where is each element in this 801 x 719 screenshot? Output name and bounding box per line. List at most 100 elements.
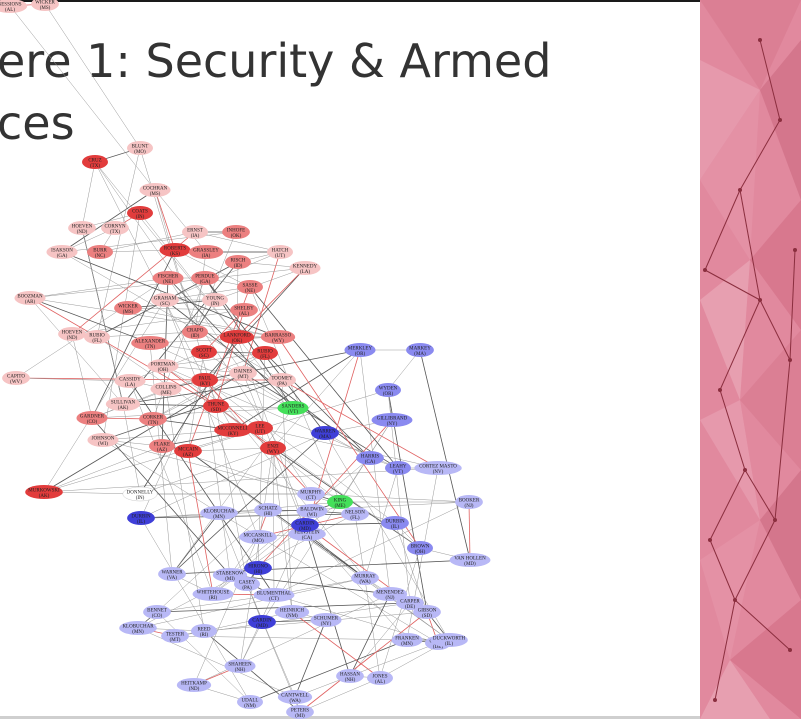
node-name-label: INHOFE bbox=[227, 229, 245, 234]
graph-node: CAPITO(WV) bbox=[2, 371, 30, 385]
graph-edge bbox=[468, 501, 471, 561]
graph-node: MURRAY(WA) bbox=[351, 571, 379, 585]
node-name-label: HIRONO bbox=[248, 565, 268, 570]
node-shape bbox=[149, 439, 175, 453]
graph-edge bbox=[349, 593, 391, 677]
graph-node: LEAHY(VT) bbox=[385, 461, 411, 475]
graph-edge bbox=[61, 189, 156, 253]
node-name-label: CORNYN bbox=[104, 225, 126, 230]
node-state-label: (MA) bbox=[414, 352, 426, 357]
graph-edge bbox=[29, 277, 169, 299]
graph-edge bbox=[122, 379, 283, 405]
graph-edge bbox=[281, 379, 439, 469]
node-shape bbox=[139, 412, 167, 426]
graph-node: WARREN(MA) bbox=[311, 426, 339, 440]
node-state-label: (ND) bbox=[77, 230, 88, 235]
graph-edge bbox=[187, 450, 214, 595]
node-state-label: (MD) bbox=[464, 562, 476, 567]
graph-node: THUNE(SD) bbox=[203, 399, 229, 413]
side-panel-line bbox=[714, 599, 736, 701]
node-shape bbox=[336, 669, 364, 683]
node-shape bbox=[248, 615, 276, 629]
side-panel-facet bbox=[700, 400, 760, 520]
node-name-label: COCHRAN bbox=[143, 187, 168, 192]
node-name-label: CARPER bbox=[400, 600, 420, 605]
graph-edge bbox=[127, 307, 279, 338]
graph-node: FISCHER(NE) bbox=[152, 271, 184, 285]
graph-node: SCHATZ(HI) bbox=[254, 503, 282, 517]
node-state-label: (MO) bbox=[252, 539, 264, 544]
graph-node: SHAHEEN(NH) bbox=[224, 659, 256, 673]
node-shape bbox=[127, 206, 153, 220]
graph-node: RISCH(ID) bbox=[225, 255, 251, 269]
graph-node: MURKOWSKI(AK) bbox=[25, 485, 63, 499]
node-name-label: JONES bbox=[372, 675, 387, 680]
node-name-label: TOOMEY bbox=[271, 377, 293, 382]
node-name-label: ERNST bbox=[187, 229, 203, 234]
node-name-label: MCCASKILL bbox=[244, 534, 273, 539]
side-panel-dot bbox=[738, 188, 742, 192]
node-state-label: (LA) bbox=[300, 270, 310, 275]
node-state-label: (PA) bbox=[242, 586, 252, 591]
node-name-label: RUBIO bbox=[89, 334, 105, 339]
node-shape bbox=[356, 451, 384, 465]
graph-node: BENNET(CO) bbox=[143, 605, 171, 619]
node-state-label: (MN) bbox=[213, 515, 225, 520]
node-name-label: CORKER bbox=[143, 416, 164, 421]
node-state-label: (MS) bbox=[40, 6, 51, 11]
node-name-label: CARDIN bbox=[295, 522, 315, 527]
graph-edge bbox=[306, 533, 351, 677]
graph-node: TESTER(MT) bbox=[161, 629, 189, 643]
node-name-label: CRAPO bbox=[187, 329, 204, 334]
node-shape bbox=[158, 567, 186, 581]
side-panel-line bbox=[739, 189, 761, 301]
graph-edge bbox=[29, 297, 151, 344]
node-shape bbox=[202, 293, 228, 307]
side-panel-dot bbox=[773, 518, 777, 522]
node-shape bbox=[212, 568, 248, 582]
side-panel-facet bbox=[700, 520, 760, 660]
node-state-label: (NC) bbox=[95, 254, 106, 259]
side-panel-line bbox=[744, 469, 776, 521]
node-name-label: YOUNG bbox=[206, 297, 224, 302]
node-shape bbox=[68, 221, 96, 235]
node-state-label: (IA) bbox=[202, 254, 211, 259]
graph-node: TOOMEY(PA) bbox=[268, 373, 296, 387]
node-shape bbox=[268, 373, 296, 387]
node-name-label: SULLIVAN bbox=[111, 401, 136, 406]
node-shape bbox=[214, 423, 252, 437]
graph-node: WARNER(VA) bbox=[158, 567, 186, 581]
graph-node: CASEY(PA) bbox=[234, 577, 260, 591]
graph-node: DAINES(MT) bbox=[229, 366, 257, 380]
node-name-label: SASSE bbox=[242, 284, 257, 289]
graph-node: PETERS(MI) bbox=[286, 705, 314, 719]
node-state-label: (CO) bbox=[87, 420, 98, 425]
node-shape bbox=[176, 678, 212, 692]
graph-node: CARPER(DE) bbox=[396, 596, 424, 610]
graph-edge bbox=[281, 379, 293, 613]
side-panel-facet bbox=[700, 0, 801, 90]
node-shape bbox=[46, 245, 78, 259]
graph-node: HATCH(UT) bbox=[267, 245, 293, 259]
node-name-label: ENZI bbox=[267, 445, 279, 450]
node-name-label: SHAHEEN bbox=[228, 663, 252, 668]
node-state-label: (LA) bbox=[125, 383, 135, 388]
node-shape bbox=[391, 633, 423, 647]
node-name-label: VAN HOLLEN bbox=[454, 557, 486, 562]
graph-node: CASSIDY(LA) bbox=[114, 374, 146, 388]
graph-node: CORNYN(TX) bbox=[101, 221, 129, 235]
node-state-label: (MO) bbox=[134, 150, 146, 155]
node-shape bbox=[289, 261, 321, 275]
graph-node: CRUZ(TX) bbox=[82, 155, 108, 169]
graph-node: NELSON(FL) bbox=[341, 507, 369, 521]
node-name-label: WICKER bbox=[35, 1, 55, 6]
node-state-label: (AL) bbox=[239, 312, 249, 317]
graph-edge bbox=[81, 161, 96, 229]
node-name-label: COLLINS bbox=[155, 386, 176, 391]
node-shape bbox=[371, 413, 413, 427]
graph-node: BURR(NC) bbox=[87, 245, 113, 259]
graph-edge bbox=[203, 379, 396, 524]
graph-node: CORTEZ MASTO(NV) bbox=[414, 461, 462, 475]
graph-edge bbox=[162, 352, 266, 367]
graph-node: KLOBUCHAR(MN) bbox=[200, 506, 238, 520]
